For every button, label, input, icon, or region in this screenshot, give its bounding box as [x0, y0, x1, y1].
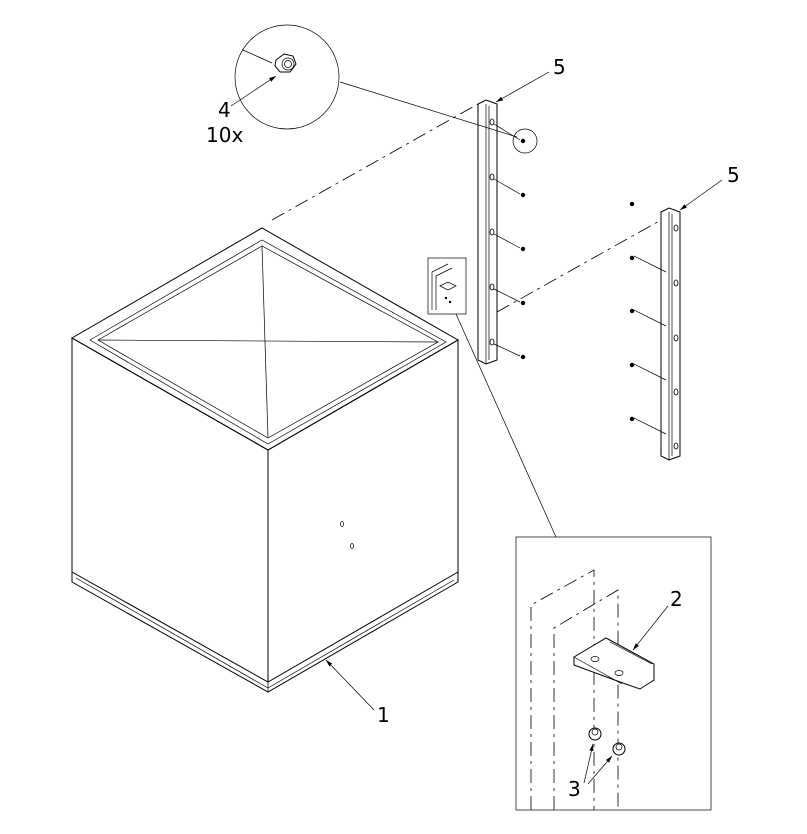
callout-3: 3	[568, 777, 581, 801]
bracket-detail-view	[515, 536, 712, 811]
callout-1: 1	[377, 703, 390, 727]
callout-5-right: 5	[727, 163, 740, 187]
callout-4-quantity: 10x	[206, 123, 243, 147]
callout-5-left: 5	[553, 55, 566, 79]
rail-left	[477, 99, 538, 365]
callout-2: 2	[670, 587, 683, 611]
rail-right	[629, 201, 681, 461]
nut-detail	[230, 24, 518, 138]
callout-4: 4	[218, 98, 231, 122]
bracket-detail-marker	[427, 257, 557, 538]
planter-cube	[70, 227, 460, 693]
